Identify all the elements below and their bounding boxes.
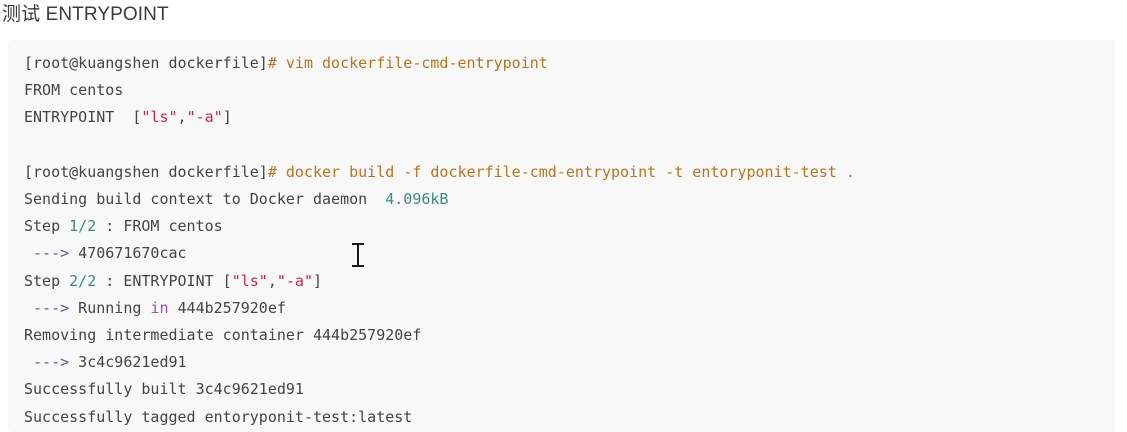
terminal-token: # docker build -f dockerfile-cmd-entrypo…	[267, 162, 855, 181]
terminal-token: 3c4c9621ed91	[69, 353, 187, 372]
terminal-token: ,	[177, 108, 187, 127]
terminal-token: 2/2	[69, 271, 97, 290]
terminal-token: : FROM centos	[96, 217, 223, 236]
terminal-token: in	[150, 298, 169, 317]
terminal-token: "ls"	[231, 271, 268, 290]
terminal-token: FROM centos	[24, 81, 124, 100]
terminal-line: Step 2/2 : ENTRYPOINT ["ls","-a"]	[24, 268, 1115, 295]
terminal-token	[24, 299, 33, 317]
terminal-token: --->	[33, 298, 70, 317]
terminal-line: ---> 470671670cac	[24, 240, 1115, 267]
page-title: 测试 ENTRYPOINT	[2, 4, 169, 25]
terminal-token	[24, 353, 33, 371]
terminal-token: --->	[33, 244, 70, 263]
code-block: [root@kuangshen dockerfile]# vim dockerf…	[8, 40, 1115, 432]
terminal-token: ]	[313, 271, 323, 290]
terminal-token: "ls"	[141, 108, 178, 127]
terminal-token: 470671670cac	[69, 244, 187, 263]
terminal-token: # vim dockerfile-cmd-entrypoint	[267, 54, 548, 72]
terminal-line: ENTRYPOINT ["ls","-a"]	[24, 104, 1115, 131]
terminal-line: ---> 3c4c9621ed91	[24, 349, 1115, 376]
terminal-line: Successfully built 3c4c9621ed91	[24, 376, 1115, 403]
terminal-token: 4.096kB	[385, 190, 449, 209]
terminal-line: ---> Running in 444b257920ef	[24, 295, 1115, 322]
terminal-token: 444b257920ef	[168, 298, 286, 317]
terminal-token: Sending build context to Docker daemon	[24, 190, 386, 209]
terminal-token: ENTRYPOINT [	[24, 108, 142, 127]
terminal-line: Successfully tagged entoryponit-test:lat…	[24, 404, 1115, 431]
terminal-token: ,	[267, 271, 277, 290]
terminal-token: 1/2	[69, 217, 97, 236]
terminal-line: [root@kuangshen dockerfile]# docker buil…	[24, 159, 1115, 186]
terminal-token: Successfully tagged entoryponit-test:lat…	[24, 407, 413, 426]
terminal-line: Step 1/2 : FROM centos	[24, 213, 1115, 240]
terminal-token: Successfully built 3c4c9621ed91	[24, 380, 304, 399]
terminal-token: Step	[24, 271, 70, 290]
terminal-line: [root@kuangshen dockerfile]# vim dockerf…	[24, 50, 1115, 77]
terminal-token: Step	[24, 217, 70, 236]
terminal-token	[24, 244, 33, 262]
terminal-line: ​	[24, 132, 1115, 159]
terminal-token: "-a"	[276, 271, 313, 290]
terminal-token: ]	[222, 108, 232, 127]
terminal-line: FROM centos	[24, 77, 1115, 104]
terminal-token: [root@kuangshen dockerfile]	[24, 162, 268, 181]
terminal-token: Removing intermediate container 444b2579…	[24, 326, 422, 345]
terminal-line: Sending build context to Docker daemon 4…	[24, 186, 1115, 213]
terminal-token: Running	[69, 298, 151, 317]
terminal-line: Removing intermediate container 444b2579…	[24, 322, 1115, 349]
terminal-output[interactable]: [root@kuangshen dockerfile]# vim dockerf…	[24, 50, 1115, 431]
terminal-token: "-a"	[186, 108, 223, 127]
terminal-token: : ENTRYPOINT [	[96, 271, 232, 290]
terminal-token: --->	[33, 353, 70, 372]
terminal-token: [root@kuangshen dockerfile]	[24, 54, 268, 72]
